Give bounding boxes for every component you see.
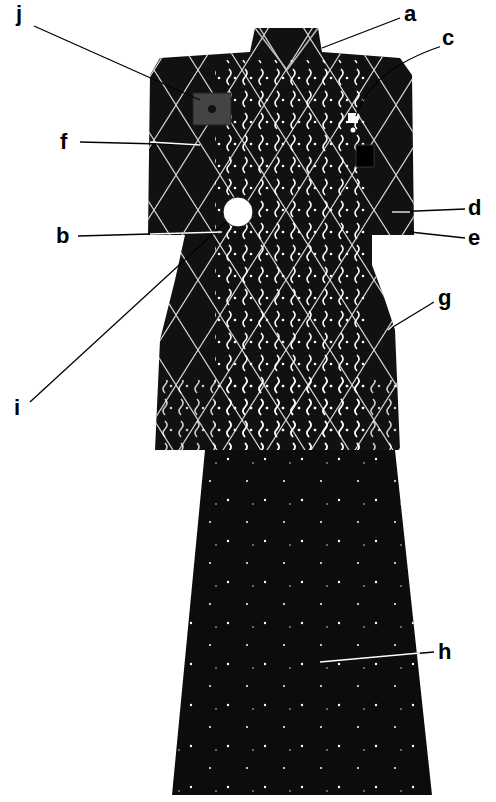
callout-letter: h	[436, 640, 453, 664]
callout-letter: i	[12, 396, 22, 420]
callout-letter: a	[402, 2, 418, 26]
callout-letter: f	[58, 130, 69, 154]
callout-letter: d	[466, 196, 483, 220]
callout-letter: g	[436, 286, 453, 310]
callout-letter: j	[14, 2, 24, 26]
callout-letter: b	[54, 224, 71, 248]
callout-letter: e	[466, 226, 482, 250]
callout-letter: c	[440, 26, 456, 50]
